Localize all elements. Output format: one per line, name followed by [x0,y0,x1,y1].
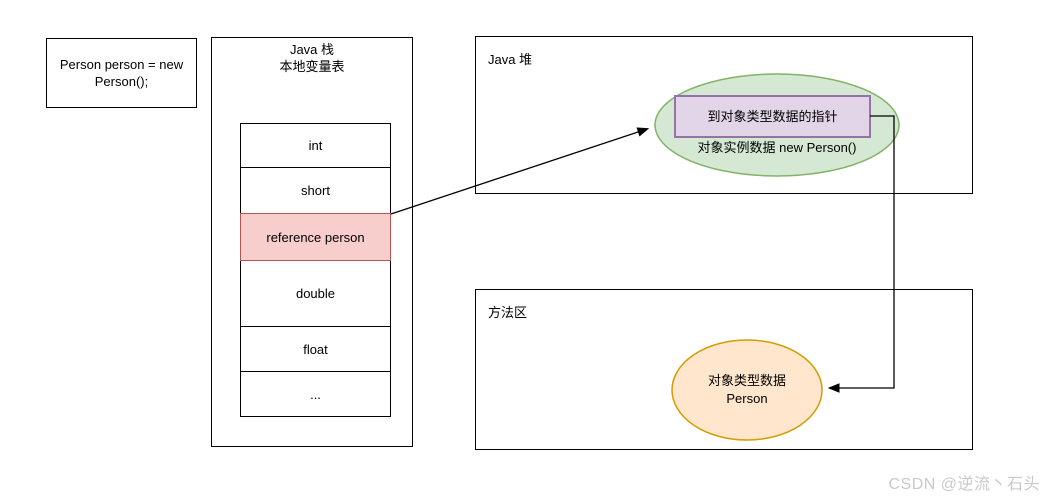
csdn-watermark: CSDN @逆流丶石头 [888,476,1040,493]
stack-slot-int: int [240,123,391,168]
pointer-box-label: 到对象类型数据的指针 [707,108,838,124]
code-snippet-text: Person person = new Person(); [59,57,184,89]
method-area-title: 方法区 [488,305,528,320]
instance-ellipse-label: 对象实例数据 new Person() [697,140,857,155]
type-data-ellipse-label: 对象类型数据 Person [707,373,786,406]
stack-slot-double: double [240,260,391,327]
code-snippet-box: Person person = new Person(); [46,38,197,108]
local-variable-table: int short reference person double float … [240,123,391,417]
stack-slot-ellipsis: ... [240,371,391,417]
java-stack-title-line2: 本地变量表 [279,59,345,74]
stack-slot-short: short [240,167,391,214]
java-heap-title: Java 堆 [488,52,533,67]
stack-slot-reference-person: reference person [240,213,391,261]
java-stack-title: Java 栈 本地变量表 [211,41,413,75]
stack-slot-float: float [240,326,391,372]
method-area-box: 方法区 [475,289,973,450]
java-stack-title-line1: Java 栈 [289,42,335,57]
